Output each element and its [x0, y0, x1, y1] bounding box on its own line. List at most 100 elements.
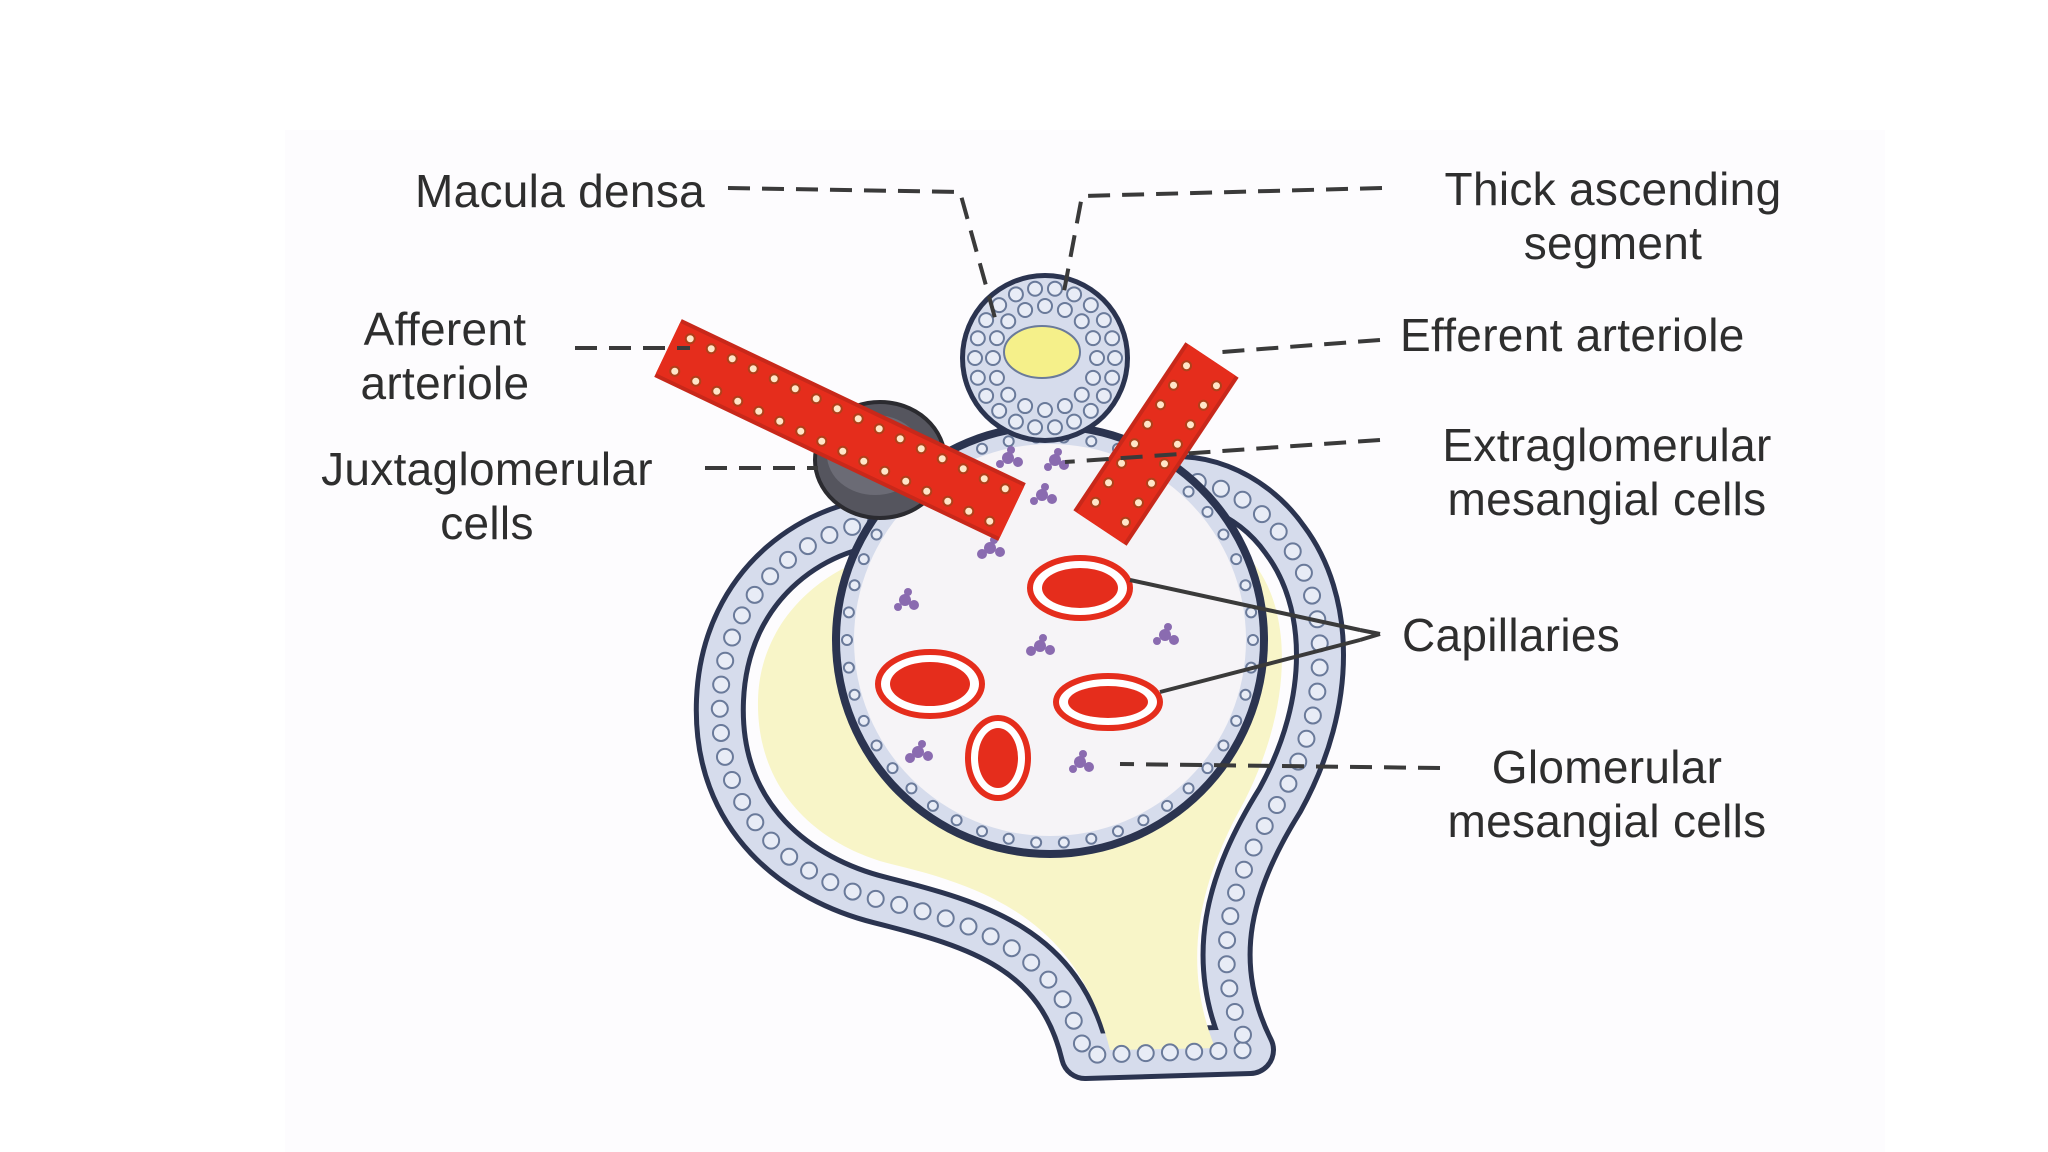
- parietal-epithelial-cell: [712, 675, 731, 694]
- endothelial-cell: [1129, 438, 1141, 450]
- efferent-arteriole: [1073, 342, 1239, 546]
- podocyte-cell: [976, 825, 989, 838]
- podocyte-cell: [1161, 799, 1174, 812]
- parietal-epithelial-cell: [800, 861, 819, 880]
- label-thick-ascending-segment: Thick ascending segment: [1444, 163, 1782, 269]
- tubule-cell: [1107, 350, 1123, 366]
- parietal-epithelial-cell: [1267, 796, 1286, 815]
- endothelial-cell: [1132, 497, 1144, 509]
- podocyte-cell: [870, 528, 883, 541]
- podocyte-cell: [848, 579, 861, 592]
- tubule-cell: [1037, 298, 1053, 314]
- endothelial-cell: [837, 445, 849, 457]
- endothelial-cell: [795, 425, 807, 437]
- podocyte-cell: [886, 762, 899, 775]
- tubule-cell: [1017, 301, 1034, 318]
- parietal-epithelial-cell: [1039, 970, 1058, 989]
- capillary: [1027, 555, 1133, 621]
- parietal-epithelial-cell: [890, 895, 909, 914]
- tubule-cell: [1073, 386, 1090, 403]
- parietal-epithelial-cell: [1227, 883, 1246, 902]
- parietal-epithelial-cell: [1064, 1011, 1083, 1030]
- capillary-group: [875, 555, 1163, 801]
- parietal-epithelial-cell: [1112, 1044, 1131, 1063]
- thick-ascending-segment: [960, 273, 1130, 443]
- tubule-cell: [991, 402, 1008, 419]
- tubule-cell: [1007, 286, 1024, 303]
- tubule-cell: [1089, 350, 1105, 366]
- label-macula-densa: Macula densa: [415, 165, 705, 217]
- tubule-cell: [1104, 330, 1121, 347]
- tubule-cell: [1007, 413, 1024, 430]
- parietal-epithelial-cell: [1209, 1041, 1228, 1060]
- endothelial-cell: [900, 475, 912, 487]
- parietal-epithelial-cell: [746, 813, 765, 832]
- parietal-epithelial-cell: [732, 606, 751, 625]
- efferent-endothelial-cells: [1090, 360, 1222, 528]
- label-efferent-arteriole: Efferent arteriole: [1400, 309, 1745, 361]
- podocyte-cell: [1247, 634, 1259, 646]
- endothelial-cell: [1155, 399, 1167, 411]
- tubule-cell: [1037, 402, 1053, 418]
- podocyte-cell: [1230, 714, 1243, 727]
- parietal-epithelial-cell: [1088, 1045, 1107, 1064]
- tubule-cell: [1095, 387, 1112, 404]
- podocyte-cell: [905, 782, 918, 795]
- tubule-cell: [1027, 419, 1044, 436]
- parietal-epithelial-cell: [1221, 907, 1240, 926]
- leader-thick-ascending: [1060, 186, 1383, 303]
- podocyte-cell: [1217, 528, 1230, 541]
- podocyte-cell: [1239, 579, 1252, 592]
- podocyte-cell: [1182, 485, 1195, 498]
- parietal-epithelial-cell: [761, 567, 780, 586]
- parietal-epithelial-cell: [1217, 955, 1236, 974]
- endothelial-cell: [1181, 360, 1193, 372]
- endothelial-cell: [1116, 457, 1128, 469]
- tubule-cell: [1027, 280, 1044, 297]
- parietal-epithelial-cell: [1233, 1041, 1252, 1060]
- podocyte-cell: [1111, 825, 1124, 838]
- endothelial-cell: [1145, 477, 1157, 489]
- endothelial-cell: [894, 433, 906, 445]
- tubule-cell: [969, 330, 986, 347]
- parietal-epithelial-cell: [821, 873, 840, 892]
- podocyte-cell: [1002, 832, 1015, 845]
- parietal-epithelial-cell: [1160, 1043, 1179, 1062]
- endothelial-cell: [921, 485, 933, 497]
- label-capillaries: Capillaries: [1402, 609, 1621, 661]
- parietal-epithelial-cell: [1233, 490, 1252, 509]
- leader-extraglomerular: [1064, 438, 1381, 464]
- podocyte-cell: [976, 442, 989, 455]
- endothelial-cell: [684, 333, 696, 345]
- endothelial-cell: [1184, 419, 1196, 431]
- endothelial-cell: [936, 453, 948, 465]
- endothelial-cell: [705, 343, 717, 355]
- tubule-cell: [1056, 301, 1073, 318]
- parietal-epithelial-cell: [936, 909, 955, 928]
- endothelial-cell: [915, 443, 927, 455]
- endothelial-cell: [879, 465, 891, 477]
- parietal-epithelial-cell: [1225, 1002, 1244, 1021]
- tubule-cell: [1073, 313, 1090, 330]
- endothelial-cell: [873, 423, 885, 435]
- tubule-cell: [1066, 286, 1083, 303]
- endothelial-cell: [1090, 496, 1102, 508]
- parietal-epithelial-cell: [1053, 990, 1072, 1009]
- tubule-cell: [1056, 398, 1073, 415]
- tubule-cell: [1000, 313, 1017, 330]
- podocyte-cell: [842, 661, 855, 674]
- tubule-cell: [1085, 369, 1102, 386]
- parietal-epithelial-cell: [722, 771, 741, 790]
- parietal-epithelial-cell: [1234, 860, 1253, 879]
- pointer-capillary-lower: [1159, 638, 1361, 694]
- podocyte-cell: [1057, 836, 1070, 849]
- endothelial-cell: [999, 483, 1011, 495]
- endothelial-cell: [1142, 418, 1154, 430]
- endothelial-cell: [774, 415, 786, 427]
- podocyte-cell: [1002, 435, 1015, 448]
- endothelial-cell: [984, 515, 996, 527]
- afferent-arteriole: [654, 319, 1026, 541]
- tubule-cell: [1046, 280, 1063, 297]
- parietal-epithelial-cell: [1218, 931, 1237, 950]
